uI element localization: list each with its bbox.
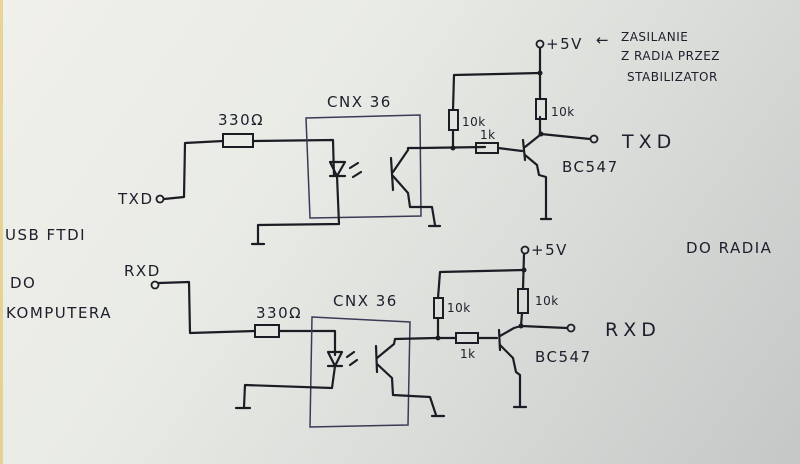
rxd-phototransistor-base — [374, 344, 379, 374]
txd-supply-label: +5V — [546, 35, 583, 53]
txd-photo-emitter — [391, 174, 437, 227]
rxd-input-label: RXD — [124, 262, 161, 280]
komputera-label: KOMPUTERA — [6, 304, 112, 322]
rxd-led-ground-wire — [242, 364, 337, 409]
rxd-transistor-emitter — [498, 343, 522, 408]
rxd-led-anode-wire — [277, 329, 337, 357]
txd-light-arrows-icon — [348, 161, 363, 179]
txd-series-resistor — [222, 133, 254, 148]
rxd-collector-resistor-label: 10k — [535, 294, 559, 308]
power-note: ← ZASILANIE Z RADIA PRZEZ STABILIZATOR — [596, 30, 720, 84]
rxd-input-wire — [157, 280, 257, 335]
txd-series-resistor-label: 330Ω — [218, 111, 264, 129]
rxd-output-pin — [566, 323, 576, 333]
computer-side-label: USB FTDI DO KOMPUTERA — [5, 226, 112, 322]
rxd-supply-pin — [520, 245, 530, 255]
rxd-output-wire — [519, 324, 569, 330]
rxd-transistor-base — [497, 328, 502, 352]
txd-input-label: TXD — [117, 190, 154, 208]
txd-optocoupler-label: CNX 36 — [327, 93, 392, 111]
rxd-transistor-label: BC547 — [535, 348, 592, 366]
rxd-optocoupler-box — [309, 316, 411, 428]
txd-led-anode-wire — [251, 138, 336, 178]
rxd-light-arrows-icon — [345, 350, 359, 367]
rxd-output-label: RXD — [605, 319, 661, 341]
txd-collector-resistor — [535, 98, 547, 120]
power-note-line2: Z RADIA PRZEZ — [621, 49, 720, 63]
rxd-pullup-resistor — [433, 297, 444, 319]
txd-base-resistor-label: 1k — [480, 128, 496, 142]
rxd-supply-label: +5V — [531, 241, 568, 259]
txd-input-pin — [155, 194, 165, 204]
rxd-base-resistor-label: 1k — [460, 347, 476, 361]
rxd-optocoupler-label: CNX 36 — [333, 292, 398, 310]
txd-transistor-emitter — [523, 153, 548, 220]
rxd-led-icon — [326, 350, 344, 368]
txd-pullup-resistor — [448, 109, 459, 131]
power-note-line1: ZASILANIE — [621, 30, 688, 44]
paper-edge — [0, 0, 3, 464]
rxd-photo-collector — [375, 336, 438, 360]
txd-pullup-label: 10k — [462, 115, 486, 129]
channel-rxd: RXD 330Ω CNX 36 10k 1k BC547 10k — [124, 241, 661, 428]
txd-output-wire — [539, 132, 592, 141]
txd-optocoupler-box — [305, 114, 422, 219]
rxd-collector-resistor — [517, 288, 529, 314]
txd-phototransistor-base — [389, 156, 395, 192]
power-note-line3: STABILIZATOR — [627, 70, 718, 84]
txd-output-pin — [589, 134, 599, 144]
rxd-transistor-collector — [498, 324, 523, 338]
usb-ftdi-label: USB FTDI — [5, 226, 86, 244]
txd-output-label: TXD — [621, 131, 676, 153]
rxd-photo-emitter — [375, 362, 438, 417]
radio-side-label: DO RADIA — [686, 239, 772, 257]
txd-transistor-label: BC547 — [562, 158, 619, 176]
channel-txd: TXD 330Ω CNX 36 10k 1k — [117, 35, 676, 246]
txd-supply-pin — [535, 39, 545, 49]
rxd-input-pin — [150, 280, 160, 290]
txd-transistor-base — [521, 138, 527, 162]
rxd-pullup-label: 10k — [447, 301, 471, 315]
rxd-series-resistor — [254, 324, 280, 338]
txd-photo-collector — [391, 146, 423, 174]
do-label: DO — [10, 274, 36, 292]
txd-base-wire — [496, 146, 524, 153]
txd-input-wire — [162, 139, 225, 201]
rxd-series-resistor-label: 330Ω — [256, 304, 302, 322]
rxd-supply-top-wire — [436, 268, 526, 300]
power-note-arrow: ← — [596, 31, 610, 49]
txd-led-ground-wire — [256, 174, 341, 245]
txd-supply-top-wire — [451, 71, 542, 112]
txd-collector-resistor-label: 10k — [551, 105, 575, 119]
rxd-supply-junction — [521, 267, 527, 273]
txd-transistor-collector — [523, 131, 543, 149]
rxd-base-resistor — [455, 332, 479, 344]
txd-supply-junction — [537, 70, 543, 76]
txd-led-icon — [328, 160, 347, 178]
